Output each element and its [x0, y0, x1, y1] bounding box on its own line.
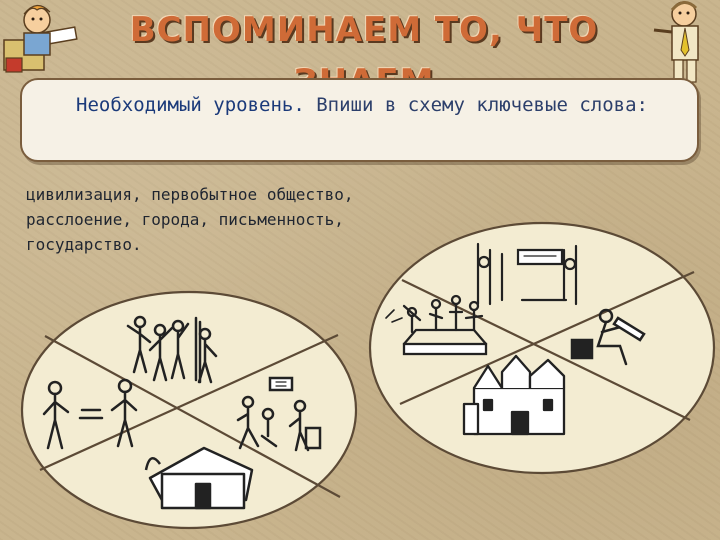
- scribe-icon: [570, 308, 646, 366]
- task-box: Необходимый уровень. Впиши в схему ключе…: [20, 78, 699, 162]
- exchange-icon: [42, 378, 138, 450]
- society-stratification-icon: [385, 294, 488, 356]
- task-instruction: Впиши в схему ключевые слова:: [304, 94, 648, 116]
- city-castle-icon: [462, 354, 566, 436]
- left-scheme: [20, 290, 358, 530]
- task-level: Необходимый уровень.: [76, 94, 305, 116]
- keywords-list: цивилизация, первобытное общество, рассл…: [26, 185, 354, 254]
- hut-icon: [144, 446, 254, 510]
- right-scheme: [368, 221, 716, 475]
- group-of-people-icon: [126, 315, 218, 384]
- slide-title: ВСПОМИНАЕМ ТО, ЧТО ЗНАЕМ: [129, 10, 599, 102]
- warriors-icon: [476, 242, 578, 306]
- gathering-icon: [236, 376, 322, 452]
- student-icon: [3, 4, 78, 73]
- teacher-icon: [653, 1, 699, 83]
- task-text: Необходимый уровень. Впиши в схему ключе…: [36, 90, 686, 120]
